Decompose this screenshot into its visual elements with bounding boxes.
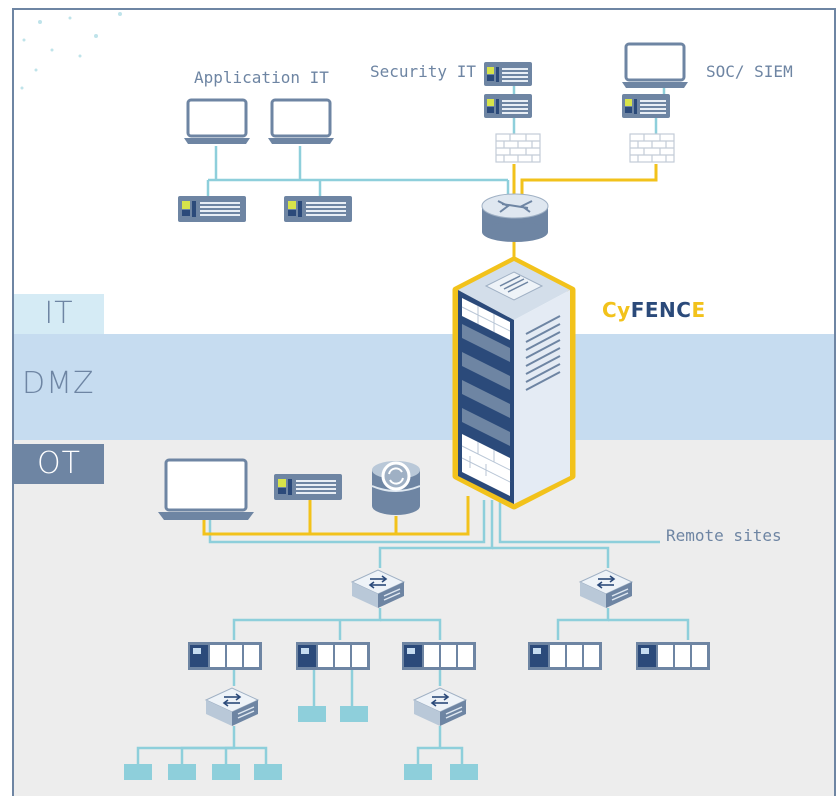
label-soc-siem: SOC/ SIEM [706,62,793,81]
decorative-dots [20,12,122,90]
field-device-7-icon [404,764,432,780]
ot-switch-4-icon [413,687,467,727]
security-it-server-1-icon [484,62,532,86]
label-security-it: Security IT [370,62,476,81]
app-it-server-1-icon [178,196,246,222]
field-device-1-icon [298,706,326,722]
brand-part-3: E [691,298,706,322]
soc-firewall-icon [629,133,675,163]
ot-switch-3-icon [205,687,259,727]
field-device-4-icon [168,764,196,780]
ot-zone-background [14,440,834,796]
field-device-8-icon [450,764,478,780]
field-device-3-icon [124,764,152,780]
brand-part-1: Cy [602,298,631,322]
ot-server-icon [274,474,342,500]
zone-label-dmz: DMZ [22,366,95,401]
field-device-5-icon [212,764,240,780]
cyfence-logo: CyFENCE [602,298,706,322]
plc-2-icon [296,642,370,670]
ot-laptop-icon [156,458,256,522]
ot-switch-1-icon [351,569,405,609]
plc-3-icon [402,642,476,670]
soc-laptop-icon [620,42,690,90]
diagram-frame [12,8,836,796]
app-it-server-2-icon [284,196,352,222]
it-links [206,80,666,196]
plc-1-icon [188,642,262,670]
security-firewall-icon [495,133,541,163]
database-sync-icon [371,461,421,515]
security-it-server-2-icon [484,94,532,118]
app-it-laptop-2-icon [266,98,336,146]
label-remote-sites: Remote sites [666,526,782,545]
secure-links-ot [202,496,470,536]
plc-5-icon [636,642,710,670]
ot-switch-2-icon [579,569,633,609]
zone-label-it: IT [44,296,74,331]
ot-links [136,500,690,764]
it-zone-tab [14,294,104,334]
brand-part-2: FENC [630,298,692,322]
ot-zone-tab [14,444,104,484]
field-device-2-icon [340,706,368,722]
cyfence-rack-server-icon [452,256,576,510]
soc-server-icon [622,94,670,118]
dmz-zone-band [14,334,834,440]
plc-4-icon [528,642,602,670]
app-it-laptop-1-icon [182,98,252,146]
label-application-it: Application IT [194,68,329,87]
zone-label-ot: OT [37,446,81,481]
router-icon [481,193,549,242]
field-device-6-icon [254,764,282,780]
